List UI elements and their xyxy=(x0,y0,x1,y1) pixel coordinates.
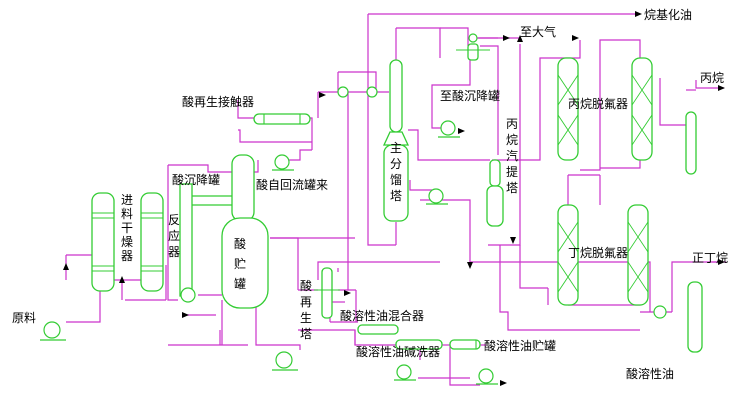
flow-arrows xyxy=(63,11,725,386)
pump-acid-storage xyxy=(272,351,298,371)
overhead-separator xyxy=(456,33,490,61)
main-fractionator-label: 主 分 馏 塔 xyxy=(390,141,406,203)
reactor-label: 反 应 器 xyxy=(168,213,184,259)
propane-dehalogenator-label: 丙烷脱氟器 xyxy=(568,96,628,111)
acid-storage-label: 酸 贮 罐 xyxy=(234,236,250,291)
pump-raw-material xyxy=(40,321,66,341)
propane-label: 丙烷 xyxy=(700,71,724,85)
pump-fractionator-top xyxy=(438,120,460,138)
feed-dryer-2 xyxy=(140,192,164,292)
main-fractionator xyxy=(337,59,410,222)
acid-settler-label: 酸沉降罐 xyxy=(172,172,220,187)
n-butane-drum xyxy=(687,281,703,353)
acid-soluble-oil-label: 酸溶性油 xyxy=(626,366,674,381)
acid-regen-tower-label: 酸 再 生 塔 xyxy=(300,278,316,341)
propane-product-drum xyxy=(685,111,697,175)
to-acid-settler-label: 至酸沉降罐 xyxy=(440,88,500,103)
alkylate-oil-label: 烷基化油 xyxy=(644,8,692,22)
pump-oil-tank xyxy=(476,368,498,385)
acid-soluble-oil-washer xyxy=(395,339,443,350)
butane-valve xyxy=(653,305,667,319)
acid-soluble-oil-mixer-label: 酸溶性油混合器 xyxy=(340,308,424,323)
acid-soluble-oil-mixer xyxy=(357,324,399,335)
raw-material-label: 原料 xyxy=(12,311,36,325)
butane-dehalogenator-1 xyxy=(557,204,579,306)
process-lines xyxy=(65,13,726,386)
acid-regen-contactor xyxy=(253,113,311,125)
pump-fractionator-side xyxy=(426,188,448,205)
acid-soluble-oil-tank-label: 酸溶性油贮罐 xyxy=(484,338,556,353)
reactor xyxy=(179,183,232,303)
propane-dehalogenator-1 xyxy=(557,57,579,161)
to-atmosphere-label: 至大气 xyxy=(520,24,556,39)
pump-washer xyxy=(394,364,416,381)
acid-soluble-oil-tank xyxy=(449,339,481,350)
n-butane-label: 正丁烷 xyxy=(692,251,728,265)
feed-dryer-label: 进 料 干 燥 器 xyxy=(121,193,137,263)
butane-dehalogenator-2 xyxy=(627,204,649,306)
acid-regen-contactor-label: 酸再生接触器 xyxy=(182,94,254,109)
feed-dryer-1 xyxy=(91,192,115,292)
acid-regen-tower xyxy=(314,267,340,319)
acid-soluble-oil-washer-label: 酸溶性油碱洗器 xyxy=(356,344,440,359)
acid-settler xyxy=(231,154,255,222)
acid-storage-drum xyxy=(221,217,269,309)
pump-acid-reflux xyxy=(272,154,294,171)
butane-dehalogenator-label: 丁烷脱氟器 xyxy=(568,245,628,260)
propane-stripper xyxy=(486,159,504,227)
propane-dehalogenator-2 xyxy=(631,57,653,161)
acid-reflux-drum-label: 酸自回流罐来 xyxy=(256,177,328,192)
propane-stripper-label: 丙 烷 汽 提 塔 xyxy=(506,117,522,195)
